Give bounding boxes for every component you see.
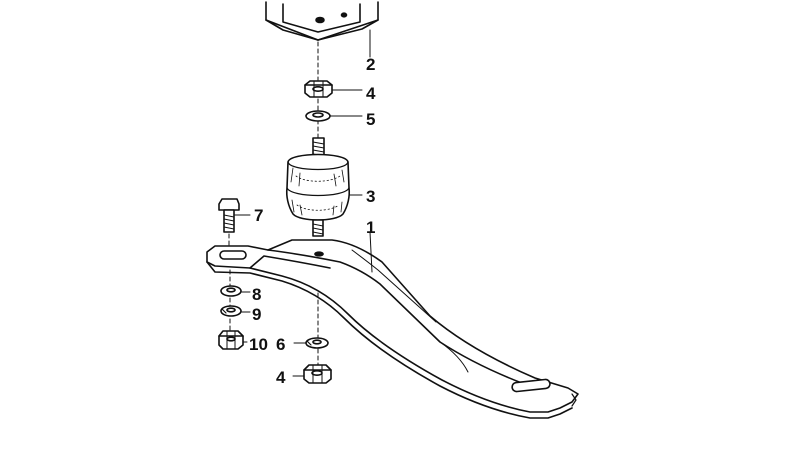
support-arm — [206, 231, 579, 419]
callout-5: 5 — [366, 110, 376, 129]
callout-2: 2 — [366, 55, 376, 74]
hex-nut-bottom — [292, 364, 332, 384]
callout-8: 8 — [252, 285, 262, 304]
washer-left-b — [220, 305, 251, 317]
top-bracket — [265, 1, 379, 58]
hex-nut-left — [218, 330, 248, 350]
t-bolt — [218, 198, 251, 246]
washer-bottom — [293, 337, 329, 349]
callout-9: 9 — [252, 305, 262, 324]
hex-nut-top — [304, 80, 363, 98]
rubber-mount — [285, 137, 363, 237]
washer-top — [305, 110, 363, 122]
callout-3: 3 — [366, 187, 376, 206]
callout-4-top: 4 — [366, 84, 376, 103]
callout-1: 1 — [366, 218, 376, 237]
callout-4-bottom: 4 — [276, 368, 286, 387]
callout-6: 6 — [276, 335, 286, 354]
callout-7: 7 — [254, 206, 264, 225]
callout-10: 10 — [249, 335, 268, 354]
washer-left-a — [220, 285, 251, 297]
